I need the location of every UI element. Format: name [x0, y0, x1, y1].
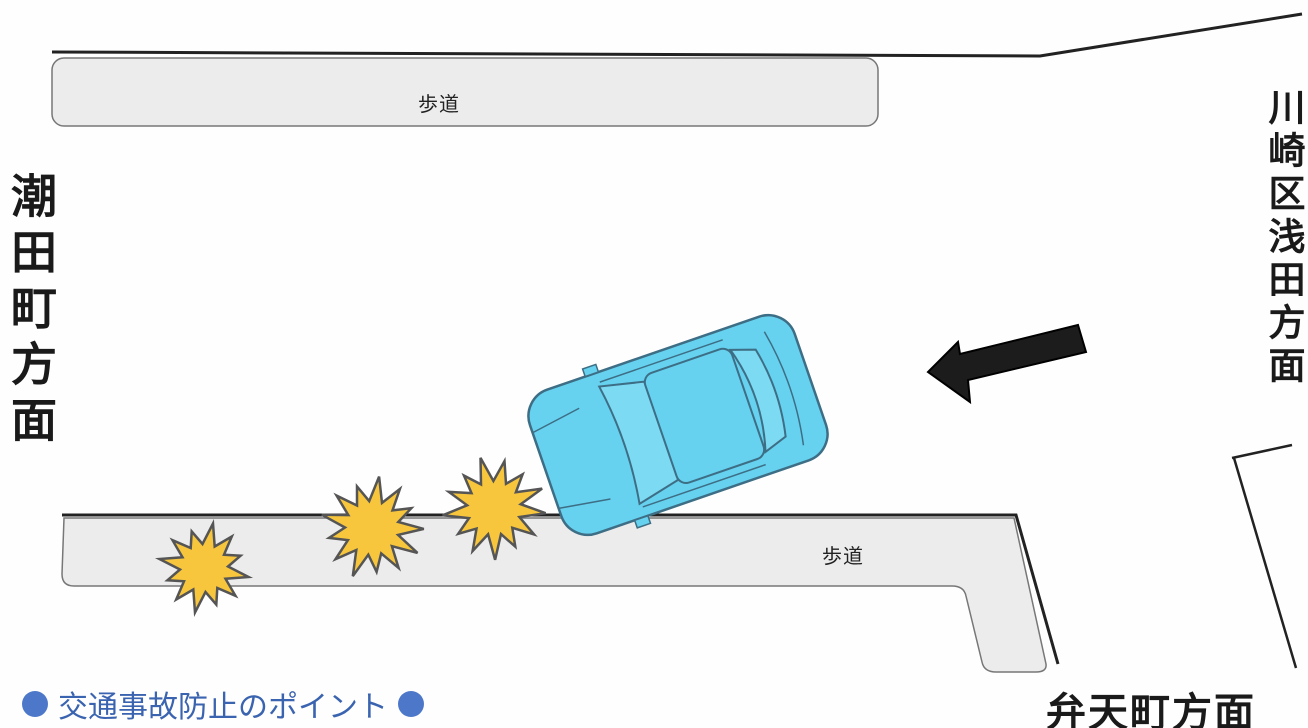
bullet-dot-icon	[22, 691, 48, 717]
car-icon	[527, 313, 829, 537]
sidewalk-top-label: 歩道	[418, 92, 460, 116]
caption: 交通事故防止のポイント	[22, 684, 424, 725]
impact-burst-shape	[154, 518, 254, 618]
impact-burst-icon	[442, 456, 547, 561]
impact-burst-shape	[321, 476, 425, 577]
caption-text: 交通事故防止のポイント	[58, 690, 388, 725]
direction-arrow-icon	[926, 323, 1088, 405]
direction-left-label: 潮田町方面	[4, 172, 58, 452]
road-edge-top	[51, 12, 1303, 58]
direction-bottom-label: 弁天町方面	[1046, 690, 1256, 728]
impact-burst-shape	[442, 456, 547, 561]
sidewalk-bottom	[61, 517, 1047, 673]
impact-burst-icon	[321, 476, 425, 577]
bullet-dot-icon	[398, 691, 424, 717]
impact-burst-icon	[154, 518, 254, 618]
sidewalk-top	[51, 57, 879, 127]
side-street-curb	[1231, 443, 1298, 669]
direction-right-label: 川崎区浅田方面	[1262, 88, 1305, 389]
sidewalk-bottom-label: 歩道	[822, 544, 864, 568]
